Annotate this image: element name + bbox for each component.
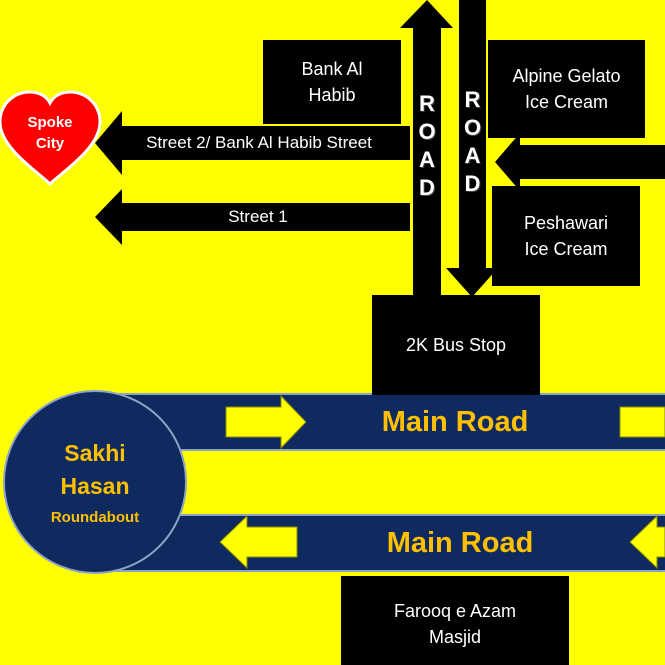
arrow-left-icon [629, 514, 665, 570]
roundabout-subtitle: Roundabout [50, 508, 140, 526]
bank-al-habib-box [263, 40, 401, 124]
road-letter: D [419, 175, 435, 200]
roundabout-circle [3, 390, 187, 574]
vertical-road-left-label: R O A D [413, 76, 441, 216]
road-letter: O [418, 119, 436, 144]
vertical-road-right-label: R O A D [459, 72, 486, 212]
street1-arrow-icon [95, 189, 410, 245]
road-letter: D [464, 171, 481, 196]
main-road-lower-band [99, 514, 665, 572]
arrow-left-icon [219, 514, 298, 570]
road-letter: A [419, 147, 435, 172]
street2-label: Street 2/ Bank Al Habib Street [146, 133, 372, 152]
peshawari-box [492, 186, 640, 286]
bus-stop-box [372, 295, 540, 395]
alpine-gelato-label: Alpine Gelato Ice Cream [512, 66, 621, 112]
alpine-gelato-box [488, 40, 645, 138]
main-road-upper-label: Main Road [381, 405, 529, 438]
spoke-city-label: Spoke City [27, 114, 73, 152]
side-street-arrow-icon [495, 133, 665, 191]
bus-stop-label: 2K Bus Stop [405, 335, 507, 355]
peshawari-label: Peshawari Ice Cream [523, 213, 609, 259]
masjid-label: Farooq e Azam Masjid [393, 601, 517, 647]
street2-arrow-icon [95, 111, 410, 175]
roundabout-name: Sakhi Hasan [60, 440, 130, 499]
arrow-right-icon [619, 406, 665, 438]
road-letter: A [464, 143, 481, 168]
arrow-right-icon [225, 394, 307, 450]
heart-icon [0, 90, 102, 187]
bank-al-habib-label: Bank Al Habib [301, 59, 363, 105]
vertical-road-up-arrow-icon [400, 0, 453, 300]
road-letter: R [464, 87, 481, 112]
road-letter: O [463, 115, 482, 140]
road-letter: R [419, 91, 435, 116]
main-road-lower-label: Main Road [386, 526, 534, 559]
vertical-road-down-arrow-icon [446, 0, 498, 297]
masjid-box [341, 576, 569, 665]
street1-label: Street 1 [228, 207, 288, 226]
